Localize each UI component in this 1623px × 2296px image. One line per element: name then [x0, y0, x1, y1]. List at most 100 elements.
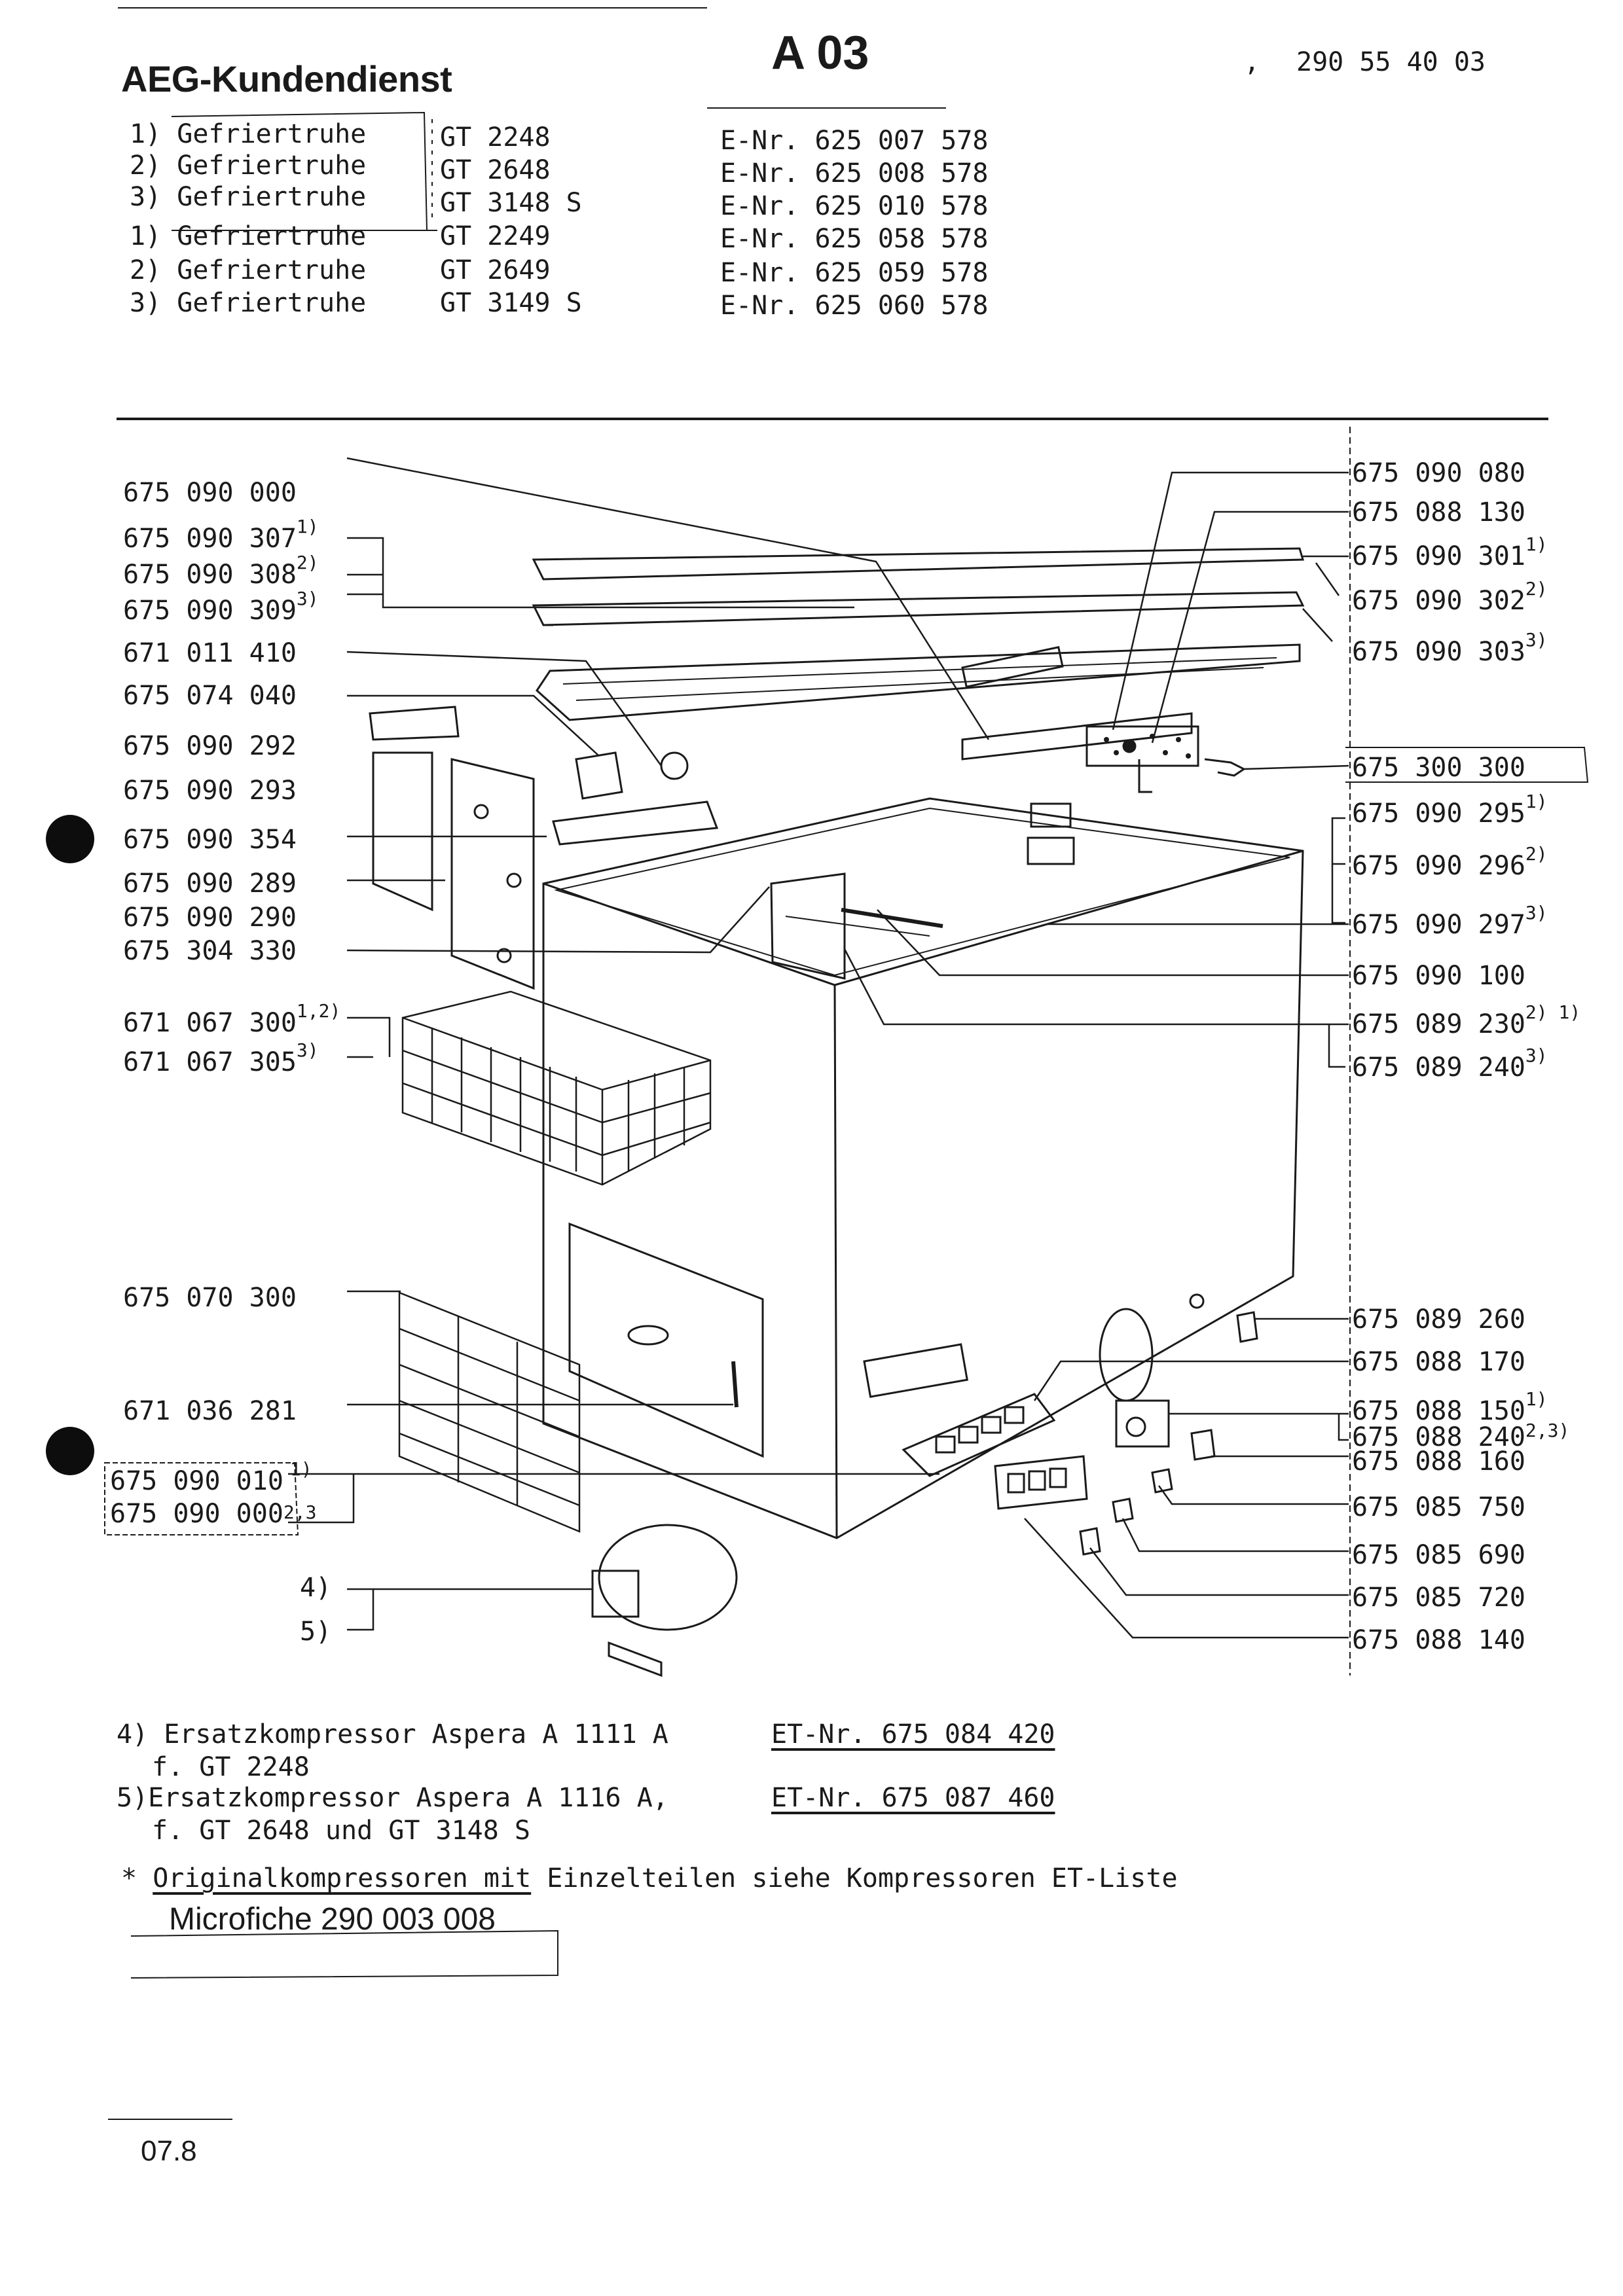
part-label: 675 090 100	[1352, 961, 1525, 991]
part-label: 671 011 410	[123, 638, 297, 668]
lid-inner	[536, 643, 1301, 721]
model-row: 1) Gefriertruhe	[130, 119, 367, 149]
drain-plug	[1236, 1311, 1258, 1343]
part-label: 675 088 170	[1352, 1347, 1525, 1377]
model-row: 3) Gefriertruhe	[130, 288, 367, 318]
part-label: 675 090 3022)	[1352, 578, 1548, 616]
note-5-line1: 5)Ersatzkompressor Aspera A 1116 A,	[117, 1783, 668, 1813]
cabinet-corner	[833, 984, 838, 1539]
marker-dot-090010	[46, 1427, 94, 1475]
lamp-socket	[1027, 836, 1075, 865]
condenser-grid	[398, 1291, 581, 1533]
part-label: 675 090 290	[123, 903, 297, 933]
model-enr: E-Nr. 625 007 578	[720, 126, 989, 156]
microfiche-box	[130, 1929, 558, 1979]
part-label: 675 090 3082)	[123, 552, 319, 590]
model-row: 1) Gefriertruhe	[130, 221, 367, 251]
part-label: 675 300 300	[1352, 753, 1525, 783]
divider-panel	[770, 872, 846, 980]
lid-gasket	[532, 591, 1305, 626]
part-label: 675 090 3011)	[1352, 533, 1548, 571]
cabinet-rim	[554, 807, 1290, 977]
lock-assembly	[1085, 725, 1199, 767]
part-label: 675 090 080	[1352, 458, 1525, 488]
part-label: 675 089 2302) 1)	[1352, 1001, 1581, 1039]
lid-latch	[961, 646, 1064, 689]
footer-date: 07.8	[141, 2135, 197, 2167]
part-label: 671 067 3001,2)	[123, 1000, 341, 1038]
front-panel-window	[863, 1343, 969, 1398]
compressor-foot	[608, 1641, 663, 1677]
document-number-comma: ,	[1244, 47, 1260, 77]
lamp-cover	[575, 751, 623, 800]
model-type: GT 2649	[440, 255, 551, 285]
hinge-part	[450, 758, 535, 990]
part-label: 675 085 690	[1352, 1540, 1525, 1570]
model-enr: E-Nr. 625 059 578	[720, 258, 989, 288]
model-type: GT 2249	[440, 221, 551, 251]
note-4-line2: f. GT 2248	[152, 1752, 310, 1782]
model-bracket	[171, 111, 428, 231]
right-leaders	[843, 471, 1349, 1639]
compressor-relay	[591, 1570, 640, 1618]
part-label: 4)	[300, 1573, 332, 1603]
compressor-body	[598, 1524, 738, 1631]
document-number: 290 55 40 03	[1296, 47, 1486, 77]
part-label: 675 090 0002,3	[110, 1499, 317, 1529]
brand-title: AEG-Kundendienst	[121, 58, 452, 99]
part-label: 675 088 140	[1352, 1625, 1525, 1655]
model-enr: E-Nr. 625 010 578	[720, 191, 989, 221]
compressor-niche	[568, 1222, 764, 1458]
model-enr: E-Nr. 625 008 578	[720, 158, 989, 188]
button-690	[1112, 1498, 1134, 1523]
part-label: 675 089 260	[1352, 1304, 1525, 1335]
clip-part	[369, 706, 460, 741]
thermostat-tube	[841, 908, 943, 928]
left-leaders	[288, 457, 990, 1631]
microfiche-reference: Microfiche 290 003 008	[169, 1902, 496, 1937]
model-type: GT 2248	[440, 122, 551, 152]
model-enr: E-Nr. 625 058 578	[720, 224, 989, 254]
control-panel	[902, 1393, 1056, 1477]
model-row: 2) Gefriertruhe	[130, 255, 367, 285]
part-label: 675 088 130	[1352, 497, 1525, 528]
lamp-bulb	[660, 751, 689, 780]
part-label: 675 304 330	[123, 936, 297, 966]
part-label: 675 090 289	[123, 869, 297, 899]
part-label: 5)	[300, 1617, 332, 1647]
model-type: GT 3148 S	[440, 188, 582, 218]
key	[1204, 758, 1246, 777]
wire-basket	[401, 990, 712, 1186]
shelf-tray	[552, 800, 719, 846]
part-label: 675 090 2973)	[1352, 902, 1548, 940]
note-4-et-number: ET-Nr. 675 084 420	[771, 1719, 1055, 1749]
cabinet-outline	[542, 797, 1304, 1539]
star-note: * Originalkompressoren mit Einzelteilen …	[121, 1863, 1178, 1893]
part-label: 675 090 293	[123, 776, 297, 806]
thermostat-knob	[1190, 1429, 1216, 1461]
part-label: 675 085 720	[1352, 1583, 1525, 1613]
part-label: 675 090 3093)	[123, 588, 319, 626]
model-row: 2) Gefriertruhe	[130, 151, 367, 181]
part-label: 675 088 160	[1352, 1446, 1525, 1477]
part-label: 675 088 2402,3)	[1352, 1420, 1570, 1452]
part-090010-box	[104, 1462, 299, 1535]
part-label: 675 090 2951)	[1352, 791, 1548, 829]
model-enr: E-Nr. 625 060 578	[720, 291, 989, 321]
sheet-label: A 03	[771, 27, 869, 79]
part-label: 671 036 281	[123, 1396, 297, 1426]
part-label: 675 090 3071)	[123, 516, 319, 554]
part-label: 675 090 2962)	[1352, 843, 1548, 881]
lock-speckle	[1104, 734, 1191, 759]
lamp-holder	[1030, 802, 1072, 828]
lid-top	[532, 547, 1304, 581]
fan-ring	[1099, 1308, 1154, 1402]
note-5-line2: f. GT 2648 und GT 3148 S	[152, 1816, 530, 1846]
part-label: 671 067 3053)	[123, 1039, 319, 1077]
part-label: 675 085 750	[1352, 1492, 1525, 1522]
thermostat-unit	[1115, 1399, 1170, 1448]
button-720	[1079, 1527, 1101, 1556]
part-label: 675 090 000	[123, 478, 297, 508]
